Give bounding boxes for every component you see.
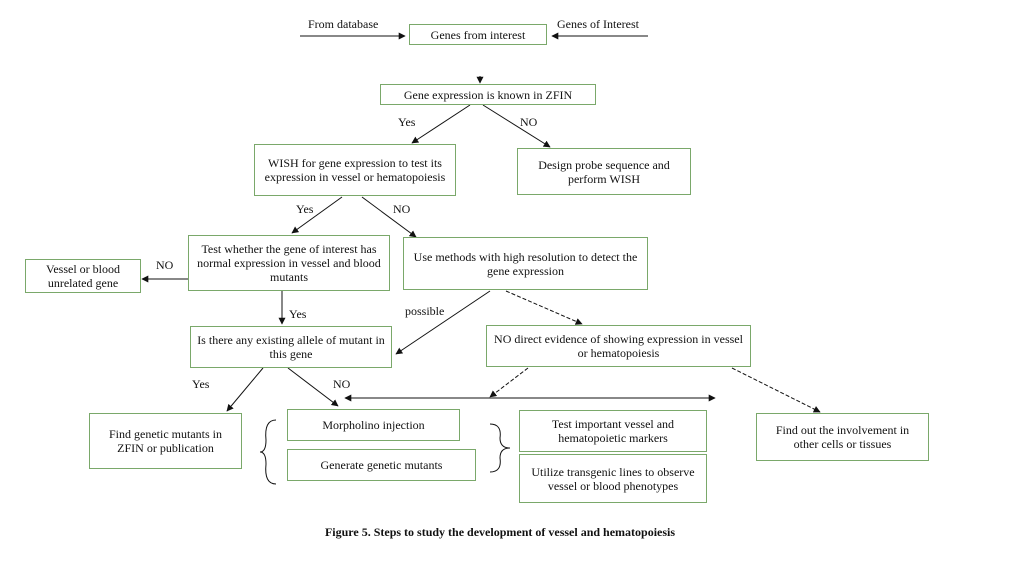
label-no: NO — [393, 202, 411, 216]
node-unrelated-gene: Vessel or blood unrelated gene — [25, 259, 141, 293]
brace-left — [259, 419, 277, 485]
node-test-mutants: Test whether the gene of interest has no… — [188, 235, 390, 291]
label-from-database: From database — [308, 17, 379, 31]
node-expression-known: Gene expression is known in ZFIN — [380, 84, 596, 105]
node-morpholino: Morpholino injection — [287, 409, 460, 441]
arrow-evidence-down — [489, 367, 529, 398]
label-yes: Yes — [296, 202, 314, 216]
node-design-probe: Design probe sequence and perform WISH — [517, 148, 691, 195]
arrow-no-to-high-resolution — [361, 196, 417, 238]
arrow-no-to-probe — [482, 104, 551, 148]
figure-caption: Figure 5. Steps to study the development… — [324, 525, 676, 539]
label-genes-of-interest: Genes of Interest — [557, 17, 639, 31]
arrow-evidence-to-other-cells — [731, 367, 821, 413]
arrow-no-to-morpholino — [287, 367, 339, 407]
arrow-yes-to-test-mutants — [291, 196, 343, 234]
node-genes-from-interest: Genes from interest — [409, 24, 547, 45]
label-no: NO — [156, 258, 174, 272]
node-generate-mutants: Generate genetic mutants — [287, 449, 476, 481]
node-high-resolution: Use methods with high resolution to dete… — [403, 237, 648, 290]
label-no: NO — [333, 377, 351, 391]
node-transgenic: Utilize transgenic lines to observe vess… — [519, 454, 707, 503]
node-test-markers: Test important vessel and hematopoietic … — [519, 410, 707, 452]
node-other-cells: Find out the involvement in other cells … — [756, 413, 929, 461]
label-yes: Yes — [192, 377, 210, 391]
label-no: NO — [520, 115, 538, 129]
node-wish-test: WISH for gene expression to test its exp… — [254, 144, 456, 196]
arrow-yes-to-find-mutants — [226, 367, 264, 412]
node-find-mutants: Find genetic mutants in ZFIN or publicat… — [89, 413, 242, 469]
arrow-yes-to-wish — [411, 104, 471, 144]
label-yes: Yes — [289, 307, 307, 321]
node-no-direct-evidence: NO direct evidence of showing expression… — [486, 325, 751, 367]
brace-right — [489, 423, 511, 473]
label-possible: possible — [405, 304, 445, 318]
arrow-possible-to-allele — [395, 290, 491, 355]
arrow-to-no-evidence — [505, 290, 583, 325]
label-yes: Yes — [398, 115, 416, 129]
node-existing-allele: Is there any existing allele of mutant i… — [190, 326, 392, 368]
